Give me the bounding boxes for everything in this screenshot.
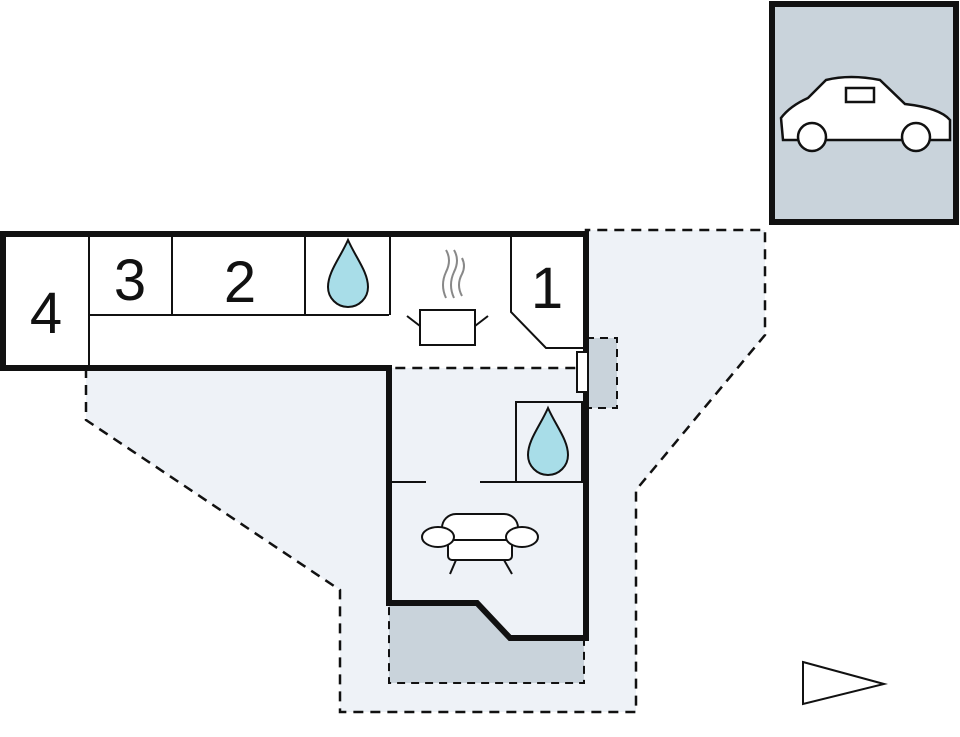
room-4-label: 4: [30, 281, 62, 346]
room-1-label: 1: [531, 256, 563, 321]
north-arrow-icon: [802, 660, 888, 706]
armchair-icon: [421, 513, 539, 575]
car-icon: [779, 75, 952, 153]
room-3-label: 3: [114, 248, 146, 313]
interior-walls: [88, 236, 584, 483]
entrance-paving: [585, 337, 618, 409]
room-2-label: 2: [224, 250, 256, 315]
water-drop-icon: [326, 237, 370, 308]
water-drop-icon-2: [526, 405, 570, 476]
steaming-pot-icon: [406, 249, 489, 346]
entrance-door: [576, 351, 589, 393]
